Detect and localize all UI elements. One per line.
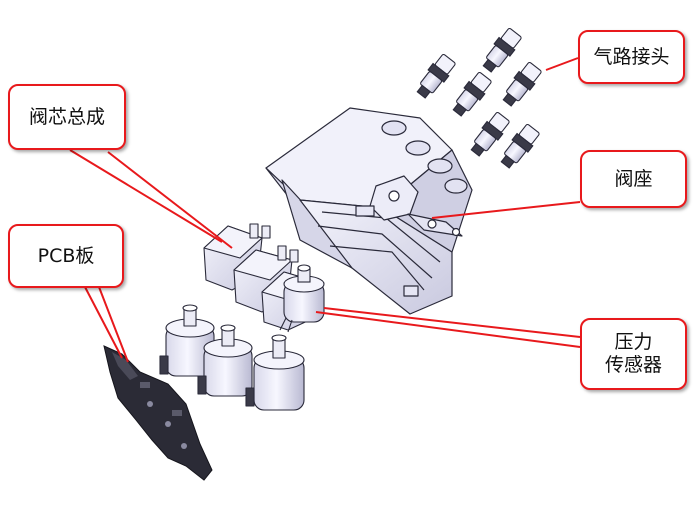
- callout-air-connector: 气路接头: [578, 30, 685, 84]
- air-connector-3: [452, 71, 492, 117]
- callout-pressure-sensor: 压力 传感器: [580, 318, 687, 390]
- label-air-connector: 气路接头: [593, 45, 670, 68]
- leader-lines: [69, 57, 581, 363]
- label-valve-seat: 阀座: [614, 167, 653, 190]
- callout-valve-seat: 阀座: [580, 150, 687, 208]
- air-connectors: [416, 27, 542, 169]
- air-connector-1: [482, 27, 522, 73]
- air-connector-5: [470, 111, 510, 157]
- valve-core-assembly: [159, 223, 319, 411]
- callout-pcb-board: PCB板: [8, 224, 124, 288]
- coil-lower-1: [159, 304, 215, 377]
- label-valve-core-assembly: 阀芯总成: [28, 105, 105, 128]
- coil-upper-2: [233, 245, 299, 313]
- label-pressure-sensor-line1: 压力: [614, 331, 653, 354]
- label-pressure-sensor-line2: 传感器: [604, 354, 662, 376]
- label-pcb-board: PCB板: [37, 244, 95, 267]
- air-connector-2: [416, 53, 456, 99]
- coil-lower-2: [197, 324, 253, 397]
- valve-seat-housing: [265, 107, 473, 315]
- air-connector-4: [502, 61, 542, 107]
- coil-lower-3: [245, 334, 305, 411]
- air-connector-6: [500, 123, 540, 169]
- pcb-board: [103, 345, 213, 481]
- callout-valve-core-assembly: 阀芯总成: [8, 84, 126, 150]
- pressure-sensor: [279, 264, 325, 333]
